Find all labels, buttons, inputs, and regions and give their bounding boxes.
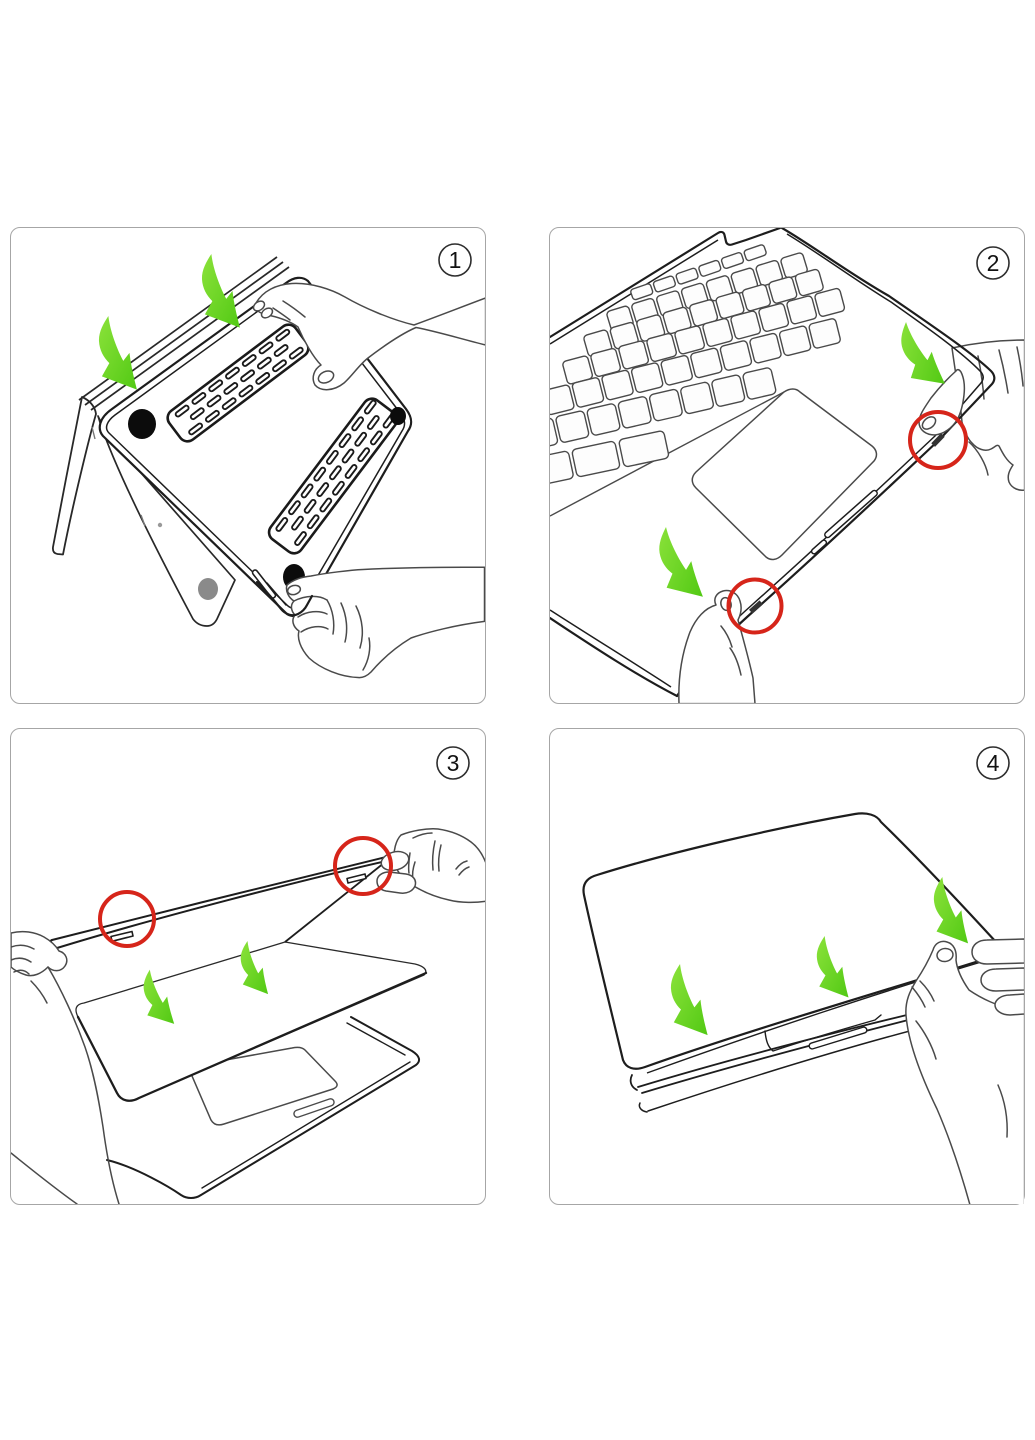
svg-text:3: 3 <box>447 750 460 776</box>
svg-text:4: 4 <box>987 750 1000 776</box>
svg-text:2: 2 <box>987 250 1000 276</box>
svg-text:1: 1 <box>449 247 462 273</box>
